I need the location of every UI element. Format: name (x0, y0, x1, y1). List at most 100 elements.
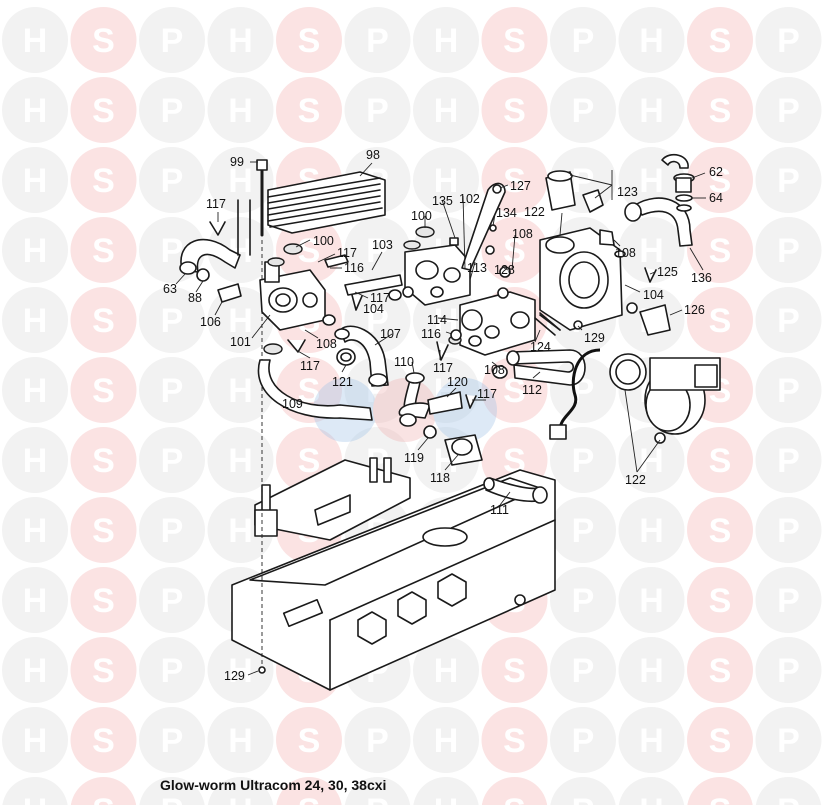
callout-108: 108 (484, 363, 505, 377)
watermark-letter: H (639, 22, 664, 60)
watermark-letter: P (366, 92, 389, 130)
watermark-letter: H (639, 232, 664, 270)
watermark-circle (70, 427, 137, 493)
watermark-circle (70, 7, 137, 73)
watermark-circle (2, 357, 68, 423)
watermark-circle (687, 77, 753, 143)
watermark-letter: P (777, 582, 800, 620)
watermark-letter: S (709, 22, 732, 60)
watermark-letter: P (572, 722, 595, 760)
watermark-letter: P (572, 582, 595, 620)
callout-103: 103 (372, 238, 393, 252)
watermark-circle (755, 77, 822, 143)
callout-121: 121 (332, 375, 353, 389)
watermark-circle (687, 147, 753, 213)
watermark-letter: S (92, 582, 115, 620)
watermark-circle (755, 637, 822, 703)
watermark-circle (413, 707, 479, 773)
callout-134: 134 (496, 206, 517, 220)
watermark-circle (618, 217, 685, 283)
watermark-circle (139, 147, 205, 213)
mounting-bracket (254, 457, 411, 541)
callout-88: 88 (188, 291, 202, 305)
watermark-circle (139, 357, 205, 423)
watermark-circle (2, 497, 68, 563)
watermark-letter: S (503, 652, 526, 690)
watermark-letter: S (709, 792, 732, 805)
diverter-valve-assembly (448, 287, 536, 356)
watermark-letter: P (777, 372, 800, 410)
watermark-circle (70, 77, 137, 143)
watermark-circle (70, 357, 137, 423)
watermark-circle (755, 147, 822, 213)
watermark-letter: P (777, 792, 800, 805)
watermark-letter: P (572, 22, 595, 60)
circulating-pump (549, 348, 721, 444)
watermark-letter: S (503, 372, 526, 410)
watermark-circle (2, 77, 68, 143)
watermark-circle (207, 777, 274, 805)
watermark-circle (276, 707, 342, 773)
callout-120: 120 (447, 375, 468, 389)
watermark-circle (276, 77, 342, 143)
watermark-circle (207, 287, 274, 353)
callout-122: 122 (625, 473, 646, 487)
watermark-circle (207, 357, 274, 423)
watermark-circle (70, 707, 137, 773)
watermark-circle (2, 637, 68, 703)
watermark-letter: P (161, 792, 184, 805)
watermark-letter: S (92, 442, 115, 480)
watermark-letter: S (92, 722, 115, 760)
watermark-letter: P (572, 792, 595, 805)
watermark-circle (139, 567, 205, 633)
watermark-circle (755, 707, 822, 773)
callout-100: 100 (411, 209, 432, 223)
callout-99: 99 (230, 155, 244, 169)
watermark-letter: H (23, 372, 48, 410)
watermark-circle (755, 567, 822, 633)
callout-136: 136 (691, 271, 712, 285)
hydraulic-block-left (259, 243, 326, 355)
model-caption: Glow-worm Ultracom 24, 30, 38cxi (160, 777, 387, 793)
watermark-circle (687, 567, 753, 633)
watermark-letter: S (92, 302, 115, 340)
watermark-letter: P (777, 92, 800, 130)
watermark-letter: H (228, 92, 253, 130)
callout-63: 63 (163, 282, 177, 296)
watermark-circle (70, 567, 137, 633)
watermark-letter: S (503, 22, 526, 60)
watermark-letter: S (709, 582, 732, 620)
watermark-letter: P (161, 722, 184, 760)
watermark-letter: P (161, 442, 184, 480)
drain-valve (626, 302, 671, 336)
callout-117: 117 (337, 246, 357, 260)
callout-129: 129 (224, 669, 245, 683)
watermark-circle (70, 777, 137, 805)
callout-107: 107 (380, 327, 401, 341)
callout-108: 108 (316, 337, 337, 351)
watermark-circle (755, 427, 822, 493)
watermark-letter: H (434, 92, 459, 130)
watermark-circle (2, 287, 68, 353)
callout-127: 127 (510, 179, 531, 193)
watermark-letter: P (572, 652, 595, 690)
watermark-circle (687, 777, 753, 805)
watermark-letter: H (23, 512, 48, 550)
watermark-circle (344, 77, 411, 143)
watermark-circle (2, 217, 68, 283)
watermark-circle (2, 707, 68, 773)
watermark-letter: S (709, 512, 732, 550)
watermark-circle (687, 217, 753, 283)
watermark-letter: H (639, 442, 664, 480)
watermark-circle (344, 7, 411, 73)
watermark-letter: S (92, 372, 115, 410)
pump-housing (539, 170, 623, 331)
watermark-letter: S (709, 722, 732, 760)
watermark-letter: P (572, 512, 595, 550)
watermark-circle (139, 707, 205, 773)
watermark-letter: H (23, 302, 48, 340)
callout-126: 126 (684, 303, 705, 317)
watermark-circle (618, 637, 685, 703)
watermark-letter: P (777, 162, 800, 200)
callout-118: 118 (430, 471, 450, 485)
